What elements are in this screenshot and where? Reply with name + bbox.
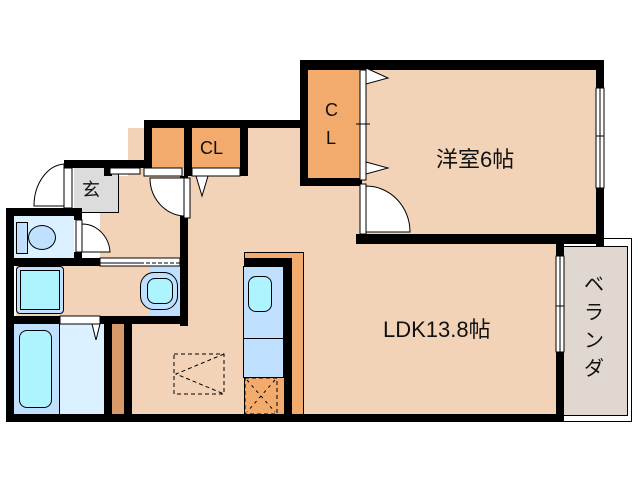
western-room-label: 洋室6帖 bbox=[436, 147, 515, 172]
wall bbox=[6, 316, 60, 324]
wall bbox=[104, 316, 112, 416]
wall bbox=[74, 208, 82, 220]
wall bbox=[184, 128, 192, 176]
washing-machine-inner bbox=[20, 270, 60, 310]
wall bbox=[144, 120, 302, 128]
wall bbox=[6, 414, 564, 422]
closet-hall-label: CL bbox=[200, 138, 224, 158]
bathtub-inner bbox=[19, 330, 52, 408]
toilet-tank bbox=[16, 222, 28, 254]
entrance-label: 玄 bbox=[82, 180, 100, 200]
wall bbox=[300, 60, 308, 186]
wall bbox=[144, 120, 152, 168]
wall bbox=[124, 316, 132, 416]
balcony-label-3: ン bbox=[584, 330, 604, 352]
wall bbox=[180, 176, 188, 326]
wall bbox=[104, 168, 112, 176]
wall bbox=[300, 60, 604, 70]
wall bbox=[64, 160, 152, 168]
closet-bedroom-label-c: C bbox=[325, 100, 338, 120]
wall bbox=[556, 244, 564, 258]
wall bbox=[356, 234, 362, 244]
ldk-floor-upper bbox=[238, 128, 302, 248]
wall bbox=[284, 258, 292, 416]
wall bbox=[6, 258, 100, 266]
balcony-label-4: ダ bbox=[584, 358, 604, 380]
wall bbox=[596, 60, 604, 90]
closet-hall-fill bbox=[192, 128, 240, 168]
closet-hall-left-fill bbox=[152, 128, 184, 168]
wall bbox=[6, 208, 82, 216]
wall bbox=[100, 316, 188, 324]
closet-bedroom-label-l: L bbox=[326, 128, 337, 148]
balcony-floor bbox=[562, 246, 628, 416]
closet-bedroom-fill bbox=[308, 70, 360, 180]
kitchen-divider bbox=[243, 338, 284, 339]
wall bbox=[244, 258, 292, 266]
wall bbox=[356, 234, 604, 244]
wall bbox=[596, 186, 604, 246]
bath-wall-strip bbox=[112, 324, 124, 414]
toilet-bowl bbox=[28, 225, 56, 250]
wall bbox=[300, 178, 362, 186]
wall bbox=[6, 208, 14, 422]
balcony-label-1: ベ bbox=[584, 274, 604, 296]
kitchen-sink bbox=[248, 276, 272, 312]
ldk-label: LDK13.8帖 bbox=[383, 317, 491, 342]
wall bbox=[556, 350, 564, 422]
balcony-label-2: ラ bbox=[584, 302, 604, 324]
wash-basin-bowl bbox=[147, 278, 173, 304]
wall bbox=[240, 128, 248, 176]
